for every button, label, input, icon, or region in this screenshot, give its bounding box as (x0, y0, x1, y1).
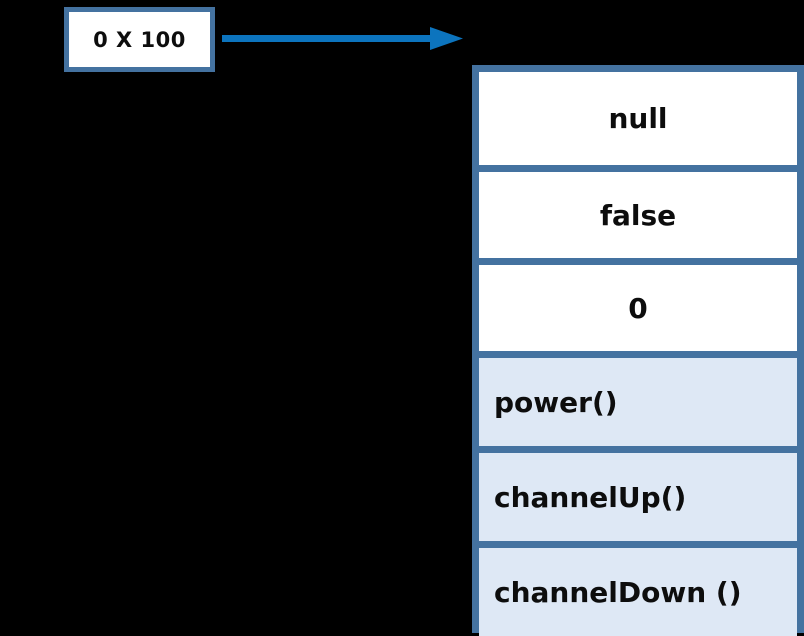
object-method-row: channelUp() (479, 446, 797, 541)
object-method-row: power() (479, 351, 797, 446)
object-method-label: channelDown () (494, 575, 742, 609)
object-field-value: false (599, 198, 677, 232)
reference-box-label: 0 X 100 (93, 27, 186, 52)
object-method-row: channelDown () (479, 541, 797, 636)
arrow-right-icon (222, 27, 463, 50)
object-field-row: false (479, 165, 797, 258)
reference-box: 0 X 100 (64, 7, 215, 72)
object-field-row: null (479, 72, 797, 165)
object-method-label: channelUp() (494, 480, 687, 514)
reference-arrow (222, 24, 464, 53)
object-field-value: null (608, 102, 668, 135)
object-method-label: power() (494, 385, 618, 419)
object-box: null false 0 power() channelUp() channel… (472, 65, 804, 636)
object-field-value: 0 (628, 291, 648, 325)
object-field-row: 0 (479, 258, 797, 351)
